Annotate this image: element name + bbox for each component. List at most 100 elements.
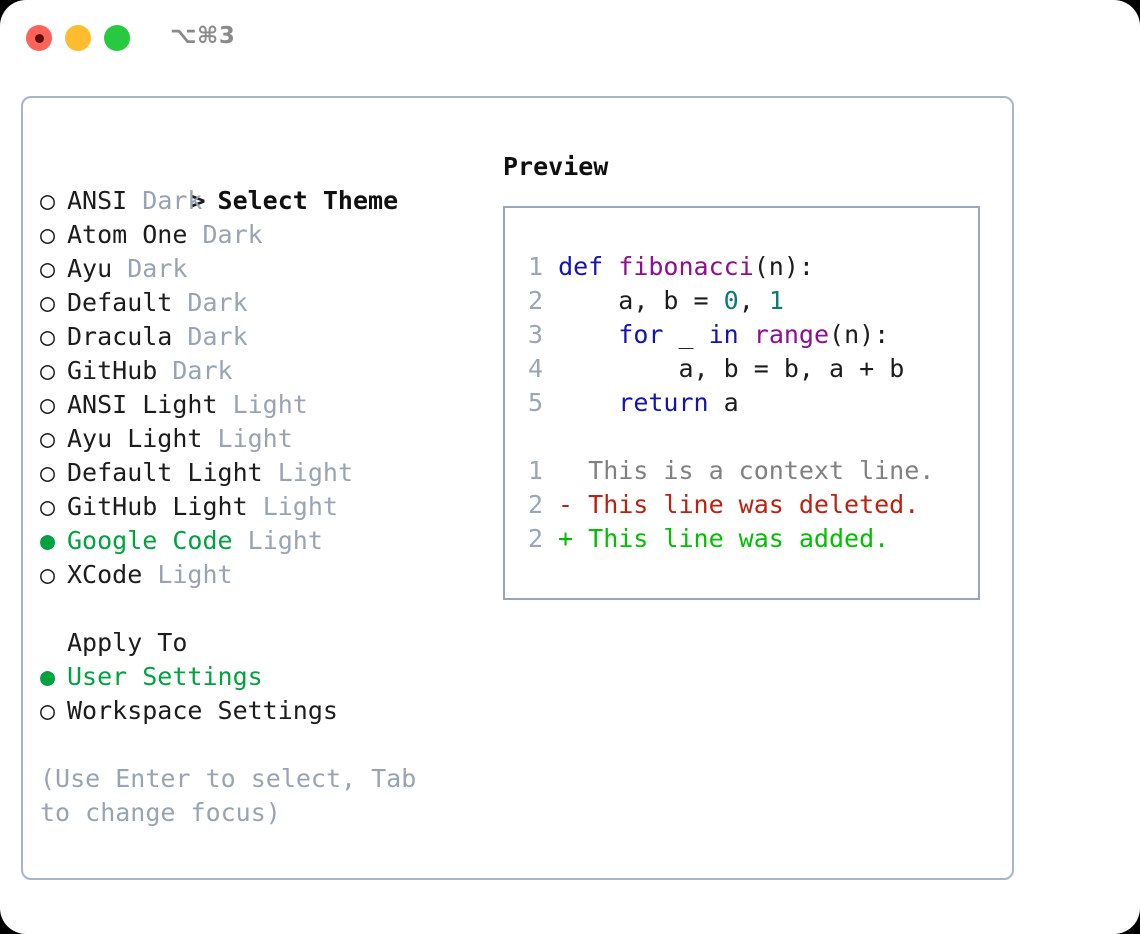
theme-list-item[interactable]: ○ANSI Light Light — [40, 388, 480, 422]
line-number: 3 — [527, 320, 543, 349]
code-token — [739, 320, 754, 349]
space — [172, 322, 187, 351]
code-token: a — [708, 388, 739, 417]
diff-text: + This line was added. — [543, 524, 890, 553]
code-token: a, b = — [558, 286, 724, 315]
diff-block: 1 This is a context line.2 - This line w… — [517, 454, 970, 556]
line-number: 1 — [527, 252, 543, 281]
code-text: for _ in range(n): — [543, 320, 889, 349]
help-hint-text: (Use Enter to select, Tab to change focu… — [40, 764, 432, 827]
radio-unselected-icon: ○ — [40, 696, 56, 725]
theme-name-label: Dracula — [67, 322, 173, 351]
code-token: (n): — [753, 252, 814, 281]
theme-list-item[interactable]: ○ XCode Light — [40, 558, 480, 592]
code-line: 5 return a — [517, 386, 970, 420]
recording-indicator-icon — [34, 33, 44, 43]
theme-list-item[interactable]: ○ Ayu Light Light — [40, 422, 480, 456]
maximize-button[interactable] — [104, 25, 130, 51]
space — [142, 560, 157, 589]
space — [248, 492, 263, 521]
theme-name-label: Ayu Light — [67, 424, 203, 453]
theme-name-label: Atom One — [67, 220, 188, 249]
theme-variant-label: Dark — [187, 288, 248, 317]
code-text: def fibonacci(n): — [543, 252, 814, 281]
theme-list-item[interactable]: ● Google Code Light — [40, 524, 480, 558]
theme-picker-header: > Select Theme — [40, 150, 480, 215]
theme-variant-label: Dark — [202, 220, 263, 249]
theme-list-item[interactable]: ○Ayu Dark — [40, 252, 480, 286]
radio-unselected-icon: ○ — [40, 322, 56, 351]
radio-selected-icon: ● — [40, 526, 56, 555]
theme-list: ○ANSI Dark○Atom One Dark○Ayu Dark○Defaul… — [40, 184, 480, 592]
line-number: 4 — [527, 354, 543, 383]
space — [218, 390, 233, 419]
code-line: 1 def fibonacci(n): — [517, 250, 970, 284]
code-token: 0 — [723, 286, 739, 315]
code-line: 2 a, b = 0, 1 — [517, 284, 970, 318]
radio-unselected-icon: ○ — [40, 356, 56, 385]
theme-list-item[interactable]: ○ANSI Dark — [40, 184, 480, 218]
close-button[interactable] — [26, 25, 52, 51]
theme-variant-label: Light — [262, 492, 338, 521]
radio-unselected-icon: ○ — [40, 560, 56, 589]
theme-variant-label: Light — [247, 526, 323, 555]
code-token — [558, 388, 618, 417]
minimize-button[interactable] — [65, 25, 91, 51]
diff-line: 2 + This line was added. — [517, 522, 970, 556]
code-text: return a — [543, 388, 739, 417]
space — [263, 458, 278, 487]
theme-list-item[interactable]: ○ GitHub Light Light — [40, 490, 480, 524]
space — [233, 526, 248, 555]
code-token: a, b = b, a + b — [558, 354, 905, 383]
theme-list-item[interactable]: ○Default Light Light — [40, 456, 480, 490]
theme-picker-column: > Select Theme ○ANSI Dark○Atom One Dark○… — [40, 150, 480, 830]
theme-list-item[interactable]: ○Dracula Dark — [40, 320, 480, 354]
radio-unselected-icon: ○ — [40, 458, 56, 487]
theme-name-label: ANSI — [67, 186, 128, 215]
theme-list-item[interactable]: ○GitHub Dark — [40, 354, 480, 388]
preview-column: Preview 1 def fibonacci(n):2 a, b = 0, 1… — [503, 150, 993, 600]
prompt-caret-icon: > — [190, 186, 221, 215]
theme-list-item[interactable]: ○Default Dark — [40, 286, 480, 320]
radio-unselected-icon: ○ — [40, 186, 56, 215]
theme-name-label: GitHub Light — [67, 492, 248, 521]
radio-unselected-icon: ○ — [40, 492, 56, 521]
theme-name-label: XCode — [67, 560, 143, 589]
radio-unselected-icon: ○ — [40, 220, 56, 249]
space — [112, 254, 127, 283]
code-token: (n): — [829, 320, 890, 349]
apply-to-list: ● User Settings ○Workspace Settings — [40, 660, 480, 728]
title-bar: ⌥⌘3 — [0, 0, 1140, 78]
theme-variant-label: Light — [277, 458, 353, 487]
apply-to-item[interactable]: ○Workspace Settings — [40, 694, 480, 728]
theme-variant-label: Light — [157, 560, 233, 589]
code-text: a, b = b, a + b — [543, 354, 904, 383]
theme-variant-label: Light — [232, 390, 308, 419]
apply-to-item[interactable]: ● User Settings — [40, 660, 480, 694]
space — [187, 220, 202, 249]
theme-variant-label: Dark — [172, 356, 233, 385]
code-text: a, b = 0, 1 — [543, 286, 784, 315]
apply-to-label: User Settings — [67, 662, 263, 691]
code-token: range — [753, 320, 830, 349]
diff-text: This is a context line. — [543, 456, 935, 485]
radio-selected-icon: ● — [40, 662, 56, 691]
theme-variant-label: Light — [217, 424, 293, 453]
theme-name-label: Google Code — [67, 526, 233, 555]
line-number: 1 — [527, 456, 543, 485]
line-number: 2 — [527, 490, 543, 519]
block-separator — [517, 420, 970, 454]
theme-list-item[interactable]: ○ Atom One Dark — [40, 218, 480, 252]
code-token: for — [618, 320, 664, 349]
line-number: 2 — [527, 524, 543, 553]
theme-variant-label: Dark — [127, 254, 188, 283]
apply-to-header: Apply To — [67, 628, 188, 657]
code-token: def — [558, 252, 604, 281]
diff-line: 1 This is a context line. — [517, 454, 970, 488]
radio-unselected-icon: ○ — [40, 424, 56, 453]
theme-name-label: Default — [67, 288, 173, 317]
